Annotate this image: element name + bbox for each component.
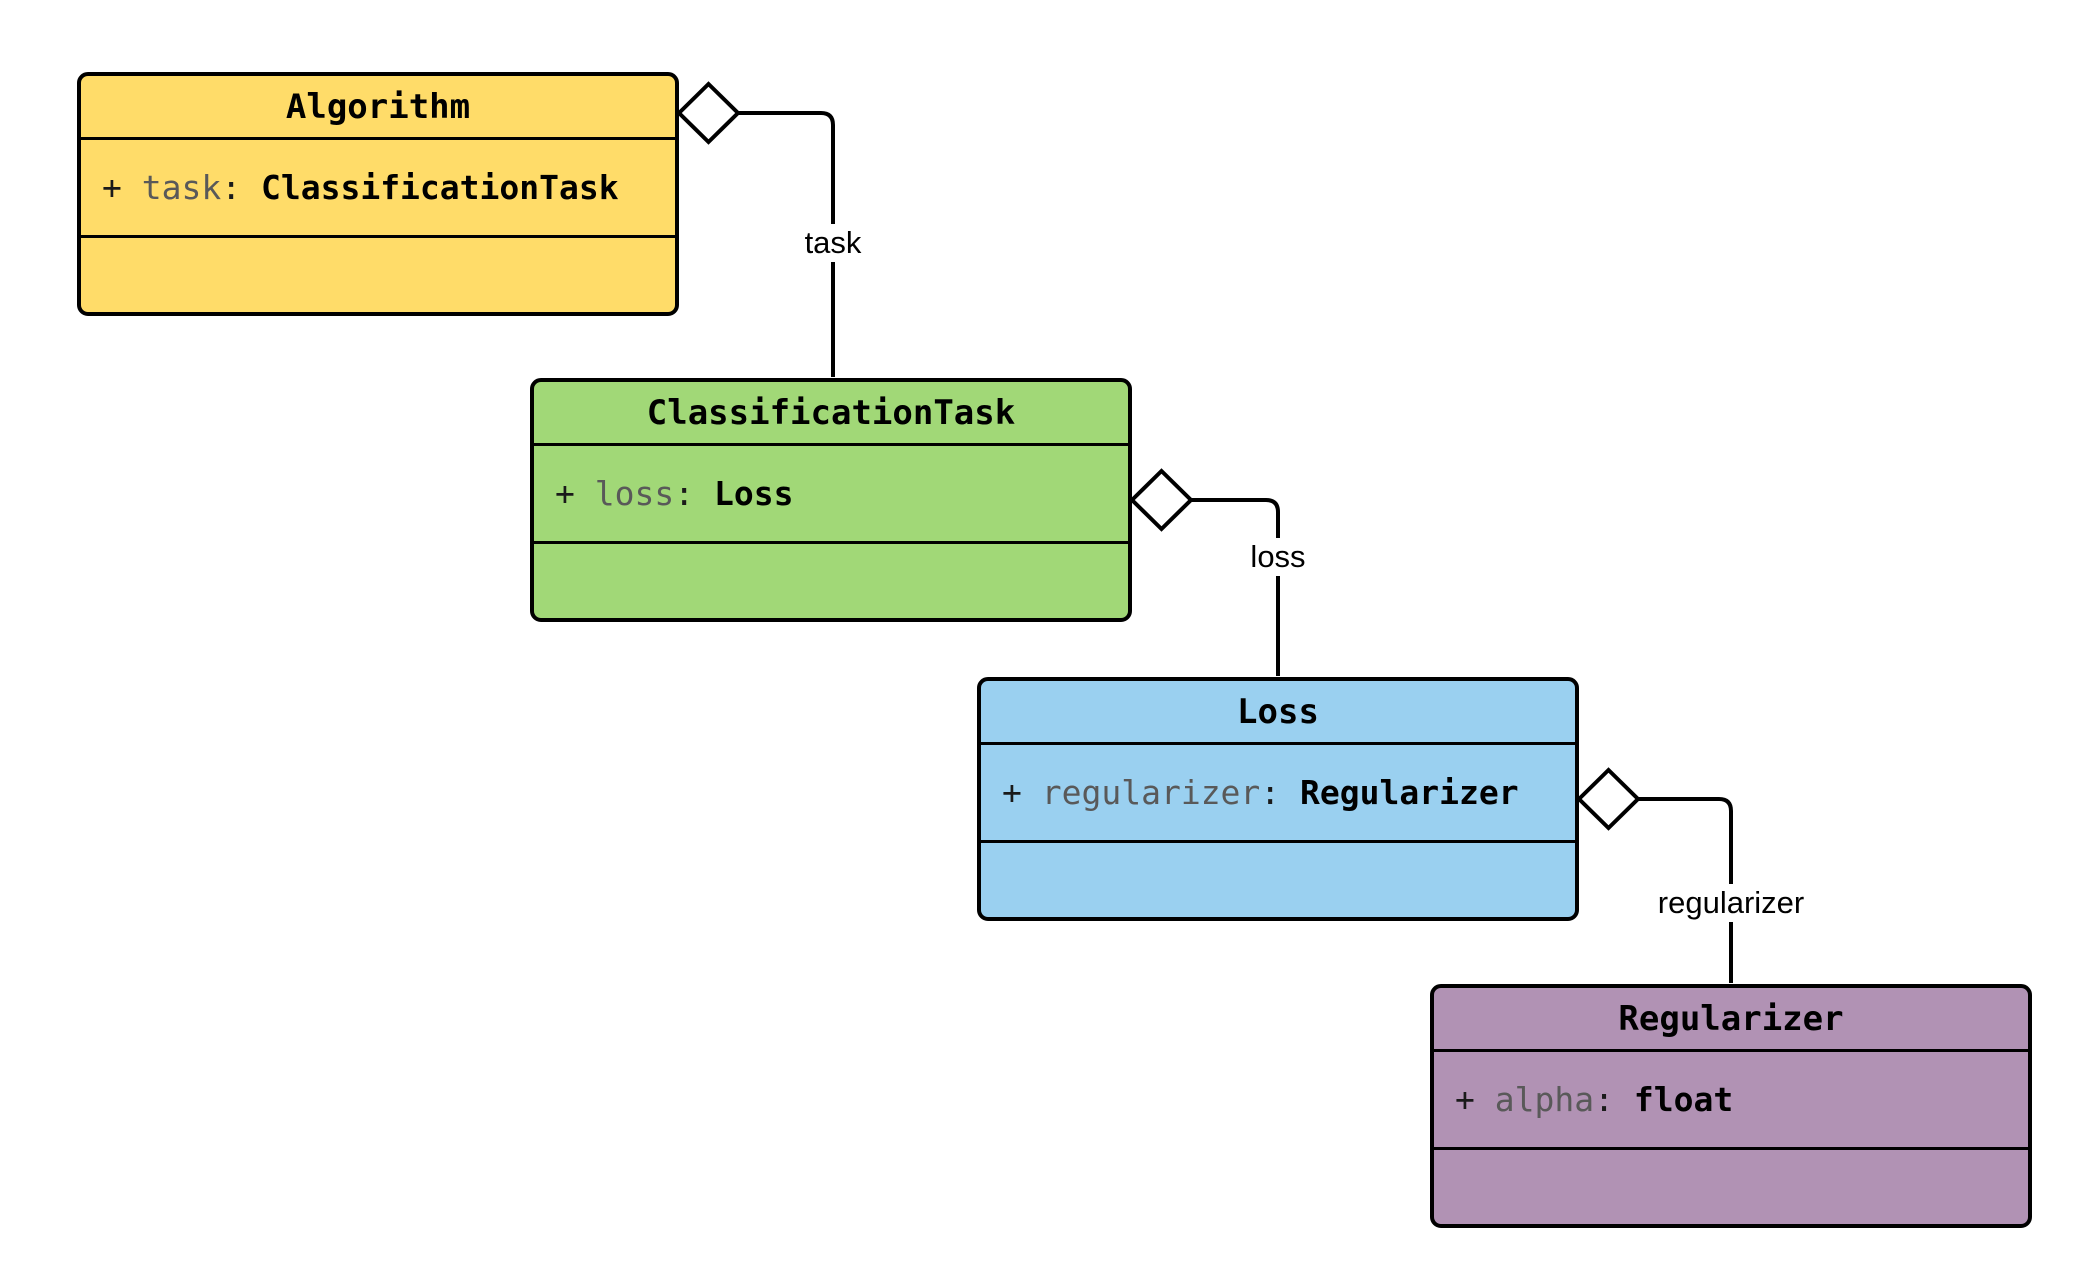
attribute-visibility: + bbox=[1002, 773, 1042, 812]
attribute-visibility: + bbox=[555, 474, 595, 513]
edge-label-regularizer: regularizer bbox=[1647, 884, 1815, 922]
edge-label-loss: loss bbox=[1240, 538, 1316, 576]
class-methods-section bbox=[534, 544, 1128, 618]
attribute-colon: : bbox=[1260, 773, 1301, 812]
attribute-type: float bbox=[1633, 1080, 1734, 1119]
attribute-name: alpha bbox=[1494, 1080, 1595, 1119]
class-box-classificationtask: ClassificationTask + loss: Loss bbox=[530, 378, 1132, 622]
class-attributes-section: + loss: Loss bbox=[534, 446, 1128, 544]
attribute-colon: : bbox=[674, 474, 714, 513]
class-attributes-section: + regularizer: Regularizer bbox=[981, 745, 1575, 843]
class-attributes-section: + alpha: float bbox=[1434, 1052, 2028, 1150]
class-methods-section bbox=[81, 238, 675, 312]
class-methods-section bbox=[1434, 1150, 2028, 1224]
class-box-loss: Loss + regularizer: Regularizer bbox=[977, 677, 1579, 921]
attribute-visibility: + bbox=[102, 168, 142, 207]
aggregation-diamond-icon bbox=[1576, 767, 1641, 831]
class-title: Regularizer bbox=[1434, 988, 2028, 1052]
class-title: ClassificationTask bbox=[534, 382, 1128, 446]
class-title: Algorithm bbox=[81, 76, 675, 140]
class-box-algorithm: Algorithm + task: ClassificationTask bbox=[77, 72, 679, 316]
attribute-colon: : bbox=[1594, 1080, 1634, 1119]
class-title: Loss bbox=[981, 681, 1575, 745]
class-methods-section bbox=[981, 843, 1575, 917]
attribute-visibility: + bbox=[1455, 1080, 1495, 1119]
aggregation-diamond-icon bbox=[676, 81, 741, 145]
attribute-type: Loss bbox=[713, 474, 794, 513]
class-attributes-section: + task: ClassificationTask bbox=[81, 140, 675, 238]
attribute-name: regularizer bbox=[1041, 773, 1261, 812]
attribute-colon: : bbox=[221, 168, 261, 207]
attribute-type: ClassificationTask bbox=[260, 168, 619, 207]
class-box-regularizer: Regularizer + alpha: float bbox=[1430, 984, 2032, 1228]
edge-label-task: task bbox=[794, 224, 872, 262]
attribute-name: task bbox=[141, 168, 222, 207]
aggregation-diamond-icon bbox=[1129, 468, 1194, 532]
attribute-name: loss bbox=[594, 474, 675, 513]
attribute-type: Regularizer bbox=[1300, 773, 1519, 812]
aggregation-edge-regularizer bbox=[1576, 767, 1733, 983]
edge-line bbox=[1191, 498, 1280, 676]
